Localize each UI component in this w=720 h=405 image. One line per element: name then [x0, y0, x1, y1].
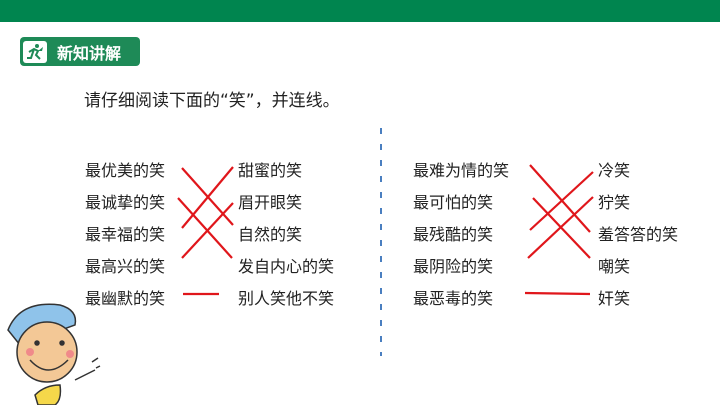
match-word: 发自内心的笑 — [238, 257, 335, 276]
match-line — [177, 197, 233, 259]
match-word: 甜蜜的笑 — [238, 161, 303, 180]
section-badge: 新知讲解 — [20, 37, 140, 66]
match-word: 狞笑 — [598, 193, 631, 212]
running-person-icon — [23, 40, 47, 63]
match-word: 奸笑 — [598, 289, 631, 308]
match-line — [181, 166, 234, 229]
match-word: 最难为情的笑 — [413, 161, 510, 180]
match-word: 最阴险的笑 — [413, 257, 494, 276]
match-word: 冷笑 — [598, 161, 631, 180]
section-title: 新知讲解 — [57, 43, 122, 63]
match-word: 最可怕的笑 — [413, 193, 494, 212]
match-word: 嘲笑 — [598, 257, 631, 276]
match-line — [527, 196, 594, 259]
match-line — [181, 202, 234, 259]
match-word: 最恶毒的笑 — [413, 289, 494, 308]
match-word: 最幽默的笑 — [85, 289, 166, 308]
top-bar — [0, 0, 720, 22]
match-word: 最诚挚的笑 — [85, 193, 166, 212]
match-word: 最高兴的笑 — [85, 257, 166, 276]
match-word: 羞答答的笑 — [598, 225, 679, 244]
match-word: 最残酷的笑 — [413, 225, 494, 244]
match-word: 眉开眼笑 — [238, 193, 303, 212]
match-line — [524, 291, 591, 296]
match-line — [529, 164, 591, 233]
match-word: 最幸福的笑 — [85, 225, 166, 244]
match-word: 自然的笑 — [238, 225, 303, 244]
match-word: 最优美的笑 — [85, 161, 166, 180]
match-word: 别人笑他不笑 — [238, 289, 335, 308]
match-line — [529, 171, 594, 231]
instruction-text: 请仔细阅读下面的“笑”，并连线。 — [84, 91, 340, 111]
cartoon-boy-illustration — [7, 303, 101, 405]
